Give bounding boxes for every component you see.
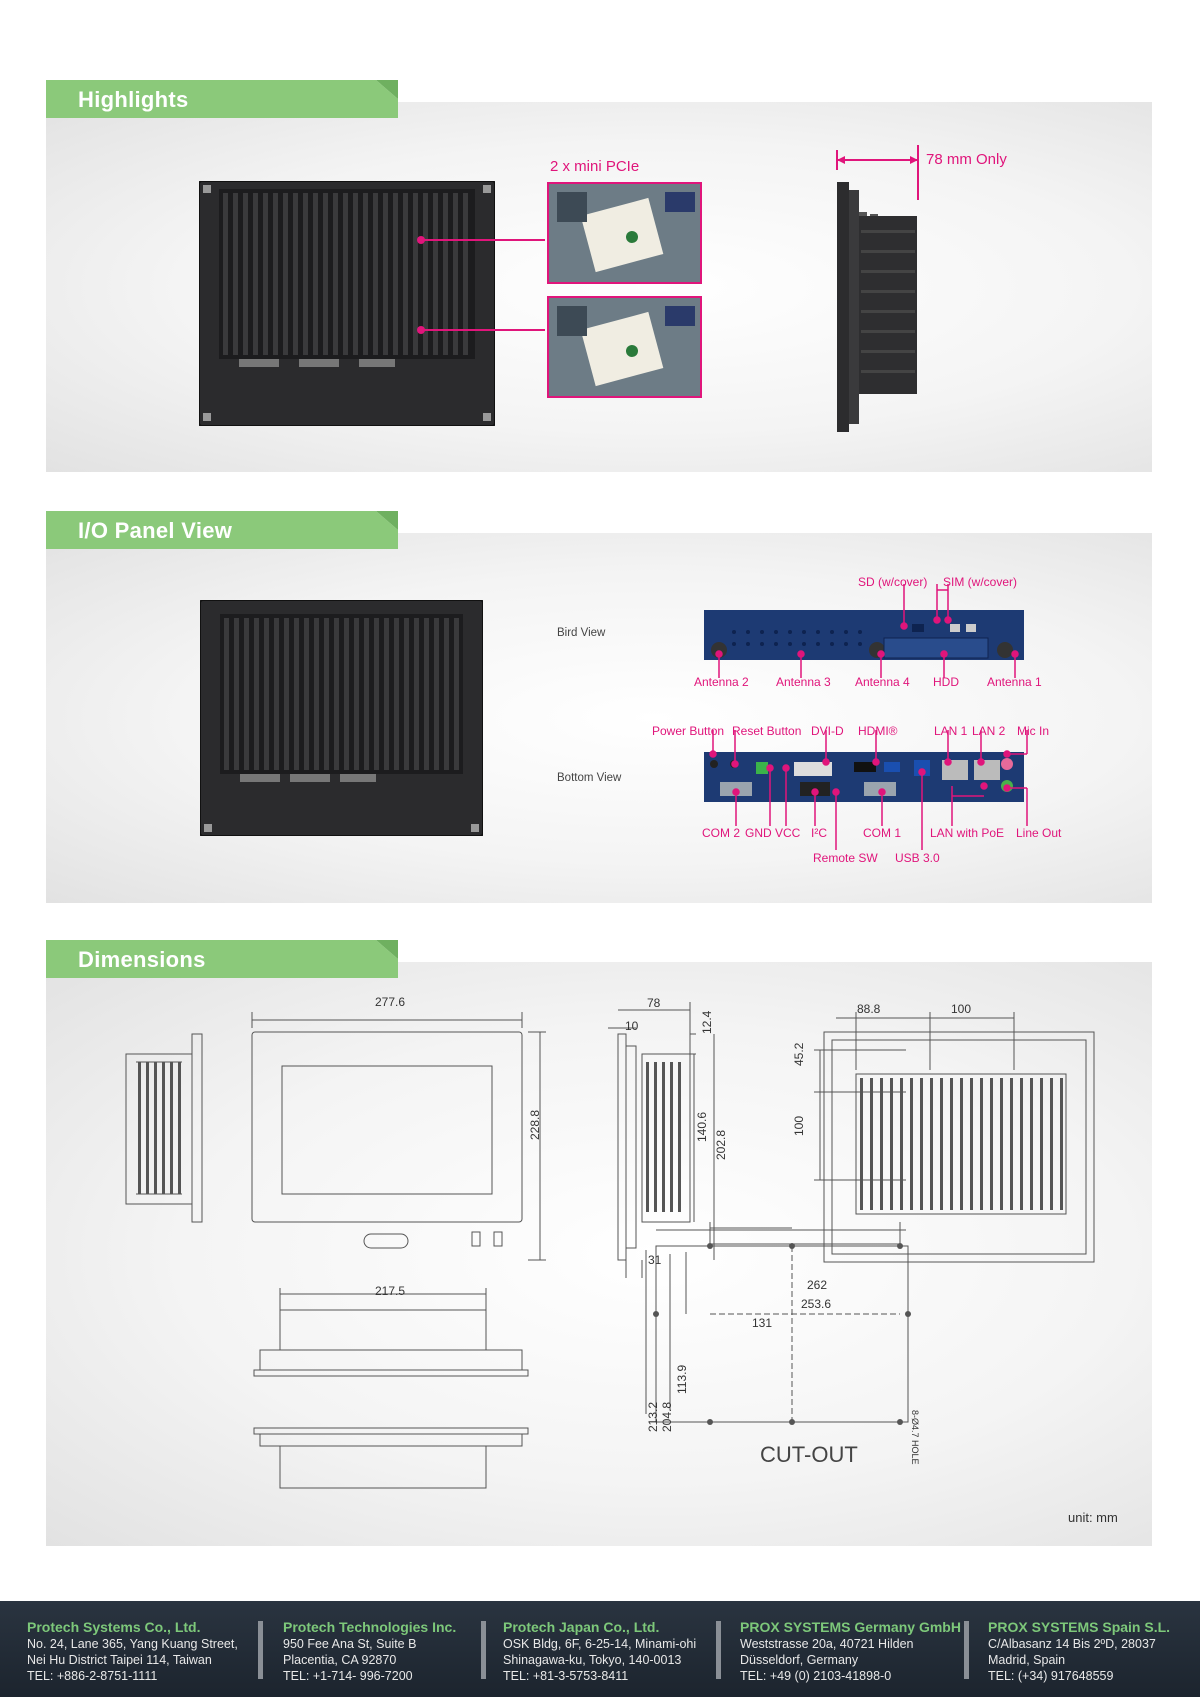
dimension-drawings <box>125 1002 1095 1489</box>
footer-col-taiwan: Protech Systems Co., Ltd. No. 24, Lane 3… <box>27 1619 238 1684</box>
dim-side-top: 12.4 <box>700 1010 714 1034</box>
dim-side-inner: 140.6 <box>695 1111 709 1142</box>
footer-company: PROX SYSTEMS Germany GmbH <box>740 1619 961 1635</box>
bird-view-label: Bird View <box>557 627 606 639</box>
footer-line: No. 24, Lane 365, Yang Kuang Street, <box>27 1637 238 1651</box>
footer-col-usa: Protech Technologies Inc. 950 Fee Ana St… <box>283 1619 456 1684</box>
side-device-image <box>836 145 919 432</box>
sd-label: SD (w/cover) <box>858 575 928 589</box>
footer-col-japan: Protech Japan Co., Ltd. OSK Bldg, 6F, 6-… <box>503 1619 696 1684</box>
dim-cut-w2: 253.6 <box>801 1297 832 1311</box>
footer-company: PROX SYSTEMS Spain S.L. <box>988 1619 1171 1635</box>
depth-label: 78 mm Only <box>926 151 1007 168</box>
footer-line: Düsseldorf, Germany <box>740 1653 859 1667</box>
gnd-vcc-label: GND VCC <box>745 826 801 840</box>
com-2-label: COM 2 <box>702 826 741 840</box>
footer-line: 950 Fee Ana St, Suite B <box>283 1637 417 1651</box>
mini-pcie-label: 2 x mini PCIe <box>550 158 640 175</box>
footer-company: Protech Japan Co., Ltd. <box>503 1619 660 1635</box>
highlights-tab: Highlights <box>46 80 398 118</box>
hdd-label: HDD <box>933 675 959 689</box>
lan-2-label: LAN 2 <box>972 724 1006 738</box>
reset-button-label: Reset Button <box>732 724 802 738</box>
hdmi-label: HDMI® <box>858 724 898 738</box>
dim-front-height: 228.8 <box>528 1109 542 1140</box>
dim-rear-b: 100 <box>951 1002 972 1016</box>
dimensions-tab: Dimensions <box>46 940 398 978</box>
antenna-4-label: Antenna 4 <box>855 675 910 689</box>
dim-cut-h2: 213.2 <box>646 1401 660 1432</box>
power-button-label: Power Button <box>652 724 725 738</box>
footer-line: Weststrasse 20a, 40721 Hilden <box>740 1637 914 1651</box>
dim-side-bottom: 31 <box>648 1253 662 1267</box>
io-title: I/O Panel View <box>78 518 233 543</box>
footer-line: Nei Hu District Taipei 114, Taiwan <box>27 1653 212 1667</box>
mini-pcie-photo-1 <box>547 182 702 284</box>
lan-poe-label: LAN with PoE <box>930 826 1005 840</box>
footer-line: TEL: (+34) 917648559 <box>988 1669 1114 1683</box>
antenna-3-label: Antenna 3 <box>776 675 831 689</box>
footer-company: Protech Systems Co., Ltd. <box>27 1619 201 1635</box>
dim-cut-w1: 262 <box>807 1278 828 1292</box>
sim-label: SIM (w/cover) <box>943 575 1018 589</box>
antenna-2-label: Antenna 2 <box>694 675 749 689</box>
antenna-1-label: Antenna 1 <box>987 675 1042 689</box>
usb-3-label: USB 3.0 <box>895 851 940 865</box>
footer-separator <box>716 1621 721 1679</box>
io-tab: I/O Panel View <box>46 511 398 549</box>
footer-separator <box>481 1621 486 1679</box>
rear-device-image <box>199 181 495 426</box>
i2c-label: I²C <box>811 826 827 840</box>
dim-side-depth: 78 <box>647 996 661 1010</box>
footer-line: TEL: +81-3-5753-8411 <box>503 1669 629 1683</box>
footer-line: TEL: +49 (0) 2103-41898-0 <box>740 1669 892 1683</box>
dim-side-bezel: 10 <box>625 1019 639 1033</box>
footer-company: Protech Technologies Inc. <box>283 1619 457 1635</box>
dim-rear-c: 45.2 <box>792 1042 806 1066</box>
cutout-label: CUT-OUT <box>760 1442 858 1467</box>
footer-separator <box>258 1621 263 1679</box>
highlights-title: Highlights <box>78 87 189 112</box>
footer-line: OSK Bldg, 6F, 6-25-14, Minami-ohi <box>503 1637 697 1651</box>
dim-rear-a: 88.8 <box>857 1002 881 1016</box>
footer-separator <box>964 1621 969 1679</box>
mic-in-label: Mic In <box>1017 724 1050 738</box>
pcie-pointer-lines <box>417 236 545 334</box>
footer: Protech Systems Co., Ltd. No. 24, Lane 3… <box>0 1601 1200 1697</box>
footer-line: Shinagawa-ku, Tokyo, 140-0013 <box>503 1653 682 1667</box>
footer-line: C/Albasanz 14 Bis 2ºD, 28037 <box>988 1637 1156 1651</box>
io-rear-device-image <box>200 600 483 836</box>
dim-top-width: 217.5 <box>375 1284 406 1298</box>
com-1-label: COM 1 <box>863 826 902 840</box>
footer-col-spain: PROX SYSTEMS Spain S.L. C/Albasanz 14 Bi… <box>988 1619 1170 1684</box>
mini-pcie-photo-2 <box>547 296 702 398</box>
footer-line: TEL: +886-2-8751-1111 <box>27 1669 158 1683</box>
lan-1-label: LAN 1 <box>934 724 968 738</box>
dimensions-title: Dimensions <box>78 947 206 972</box>
line-out-label: Line Out <box>1016 826 1062 840</box>
bottom-view-leaders <box>709 730 1028 850</box>
bird-view-leaders <box>715 584 1019 678</box>
footer-line: Placentia, CA 92870 <box>283 1653 397 1667</box>
dim-side-outer: 202.8 <box>714 1129 728 1160</box>
unit-label: unit: mm <box>1068 1510 1118 1525</box>
dim-cut-h3: 204.8 <box>660 1401 674 1432</box>
bottom-view-label: Bottom View <box>557 772 622 784</box>
dim-cut-w3: 131 <box>752 1316 773 1330</box>
dim-rear-d: 100 <box>792 1115 806 1136</box>
remote-sw-label: Remote SW <box>813 851 878 865</box>
bird-view-board <box>704 610 1024 660</box>
dim-front-width: 277.6 <box>375 995 406 1009</box>
footer-line: Madrid, Spain <box>988 1653 1066 1667</box>
footer-col-germany: PROX SYSTEMS Germany GmbH Weststrasse 20… <box>740 1619 961 1684</box>
dvi-d-label: DVI-D <box>811 724 844 738</box>
dim-hole: 8-Ø4.7 HOLE <box>910 1410 920 1465</box>
dim-cut-h1: 113.9 <box>675 1364 689 1394</box>
footer-line: TEL: +1-714- 996-7200 <box>283 1669 413 1683</box>
